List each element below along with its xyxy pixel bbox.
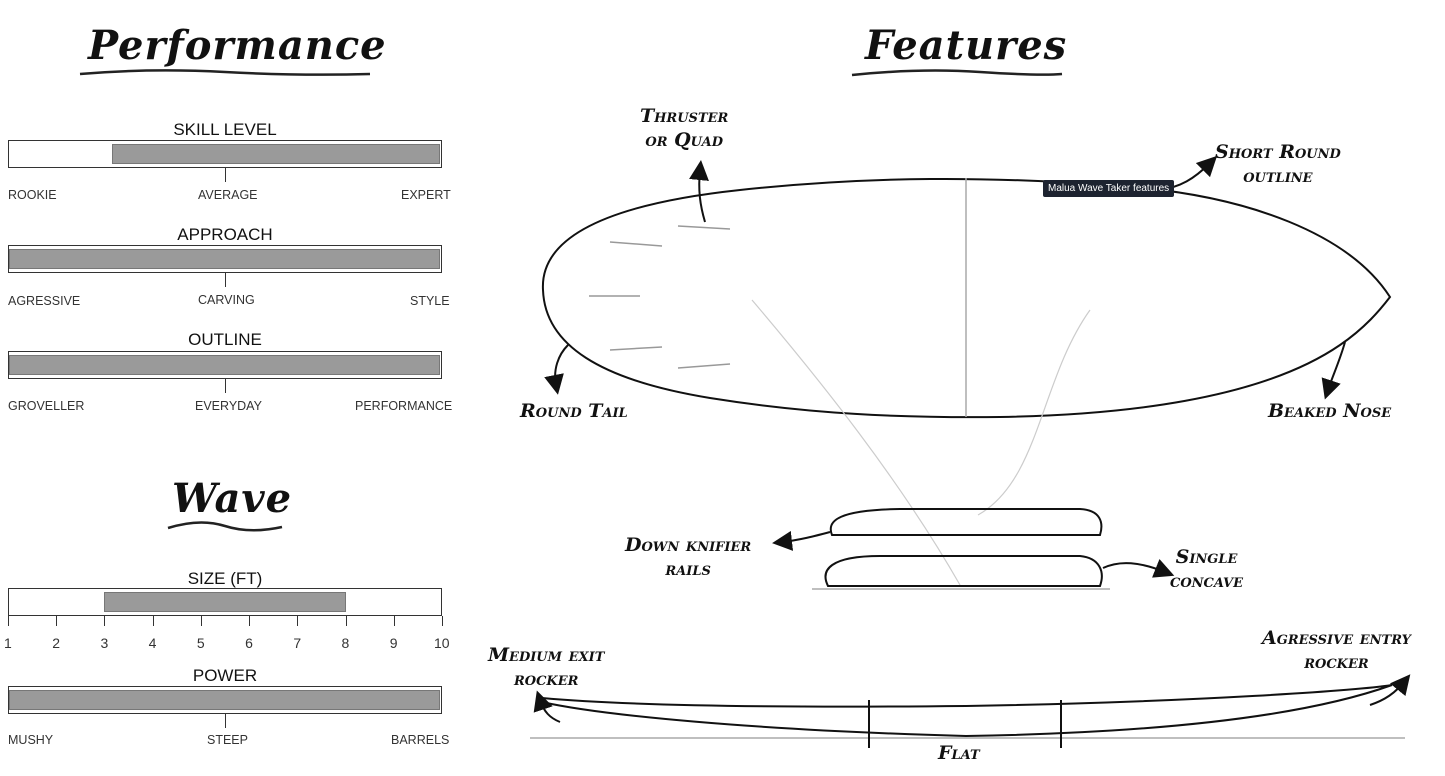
size-bar: [8, 588, 442, 616]
approach-title: APPROACH: [177, 225, 273, 244]
power-title: POWER: [192, 666, 258, 685]
size-tick: [152, 616, 154, 626]
skill-level-fill: [112, 144, 440, 164]
size-tick-label: 3: [100, 635, 109, 651]
wave-underline: [167, 521, 283, 532]
size-tick: [297, 616, 299, 626]
size-tick-label: 7: [293, 635, 302, 651]
fin-mark: [609, 346, 663, 351]
outline-min: GROVELLER: [8, 399, 85, 413]
features-heading: Features: [865, 22, 1068, 69]
skill-level-title: SKILL LEVEL: [173, 120, 277, 139]
rail-section-top: [829, 508, 1103, 536]
size-tick: [442, 616, 443, 626]
approach-min: AGRESSIVE: [8, 294, 81, 308]
power-max: BARRELS: [391, 733, 450, 747]
size-tick-label: 1: [4, 635, 12, 651]
skill-level-mid: AVERAGE: [198, 188, 258, 202]
flat-label: Flat: [938, 742, 980, 764]
size-tick-label: 8: [341, 635, 350, 651]
fin-mark: [609, 241, 663, 247]
features-tooltip: Malua Wave Taker features: [1043, 180, 1175, 197]
tail-label: Round Tail: [520, 400, 628, 422]
skill-level-tick: [225, 168, 226, 182]
wave-heading: Wave: [172, 475, 293, 522]
power-bar: [8, 686, 442, 714]
approach-fill: [9, 249, 440, 269]
size-tick-label: 5: [196, 635, 205, 651]
size-tick-label: 10: [434, 635, 450, 651]
power-fill: [9, 690, 440, 710]
outline-mid: EVERYDAY: [195, 399, 262, 413]
fin-mark: [677, 225, 731, 230]
size-fill: [104, 592, 346, 612]
size-tick: [393, 616, 395, 626]
power-mid: STEEP: [207, 733, 248, 747]
size-title: SIZE (FT): [187, 569, 263, 588]
rocker-profile: [541, 684, 1393, 738]
skill-level-bar: [8, 140, 442, 168]
approach-mid: CARVING: [198, 293, 255, 307]
power-min: MUSHY: [8, 733, 54, 747]
skill-level-max: EXPERT: [401, 188, 451, 202]
features-underline: [851, 69, 1063, 77]
outline-max: PERFORMANCE: [355, 399, 453, 413]
performance-underline: [79, 69, 371, 76]
size-tick: [200, 616, 202, 626]
rail-section-bottom: [824, 555, 1103, 587]
nose-label: Beaked Nose: [1268, 400, 1392, 422]
outline-tick: [225, 379, 226, 393]
performance-heading: Performance: [88, 22, 387, 69]
size-tick-label: 2: [52, 635, 61, 651]
outline-title: OUTLINE: [188, 330, 262, 349]
size-tick: [104, 616, 106, 626]
approach-bar: [8, 245, 442, 273]
approach-tick: [225, 273, 226, 287]
size-tick: [345, 616, 347, 626]
size-tick: [56, 616, 58, 626]
outline-fill: [9, 355, 440, 375]
size-tick: [249, 616, 251, 626]
approach-max: STYLE: [410, 294, 450, 308]
size-tick-label: 4: [148, 635, 157, 651]
size-tick-label: 9: [389, 635, 398, 651]
size-tick-label: 6: [245, 635, 253, 651]
size-tick: [8, 616, 9, 626]
power-tick: [225, 714, 226, 728]
fin-mark: [677, 363, 731, 369]
outline-bar: [8, 351, 442, 379]
skill-level-min: ROOKIE: [8, 188, 57, 202]
